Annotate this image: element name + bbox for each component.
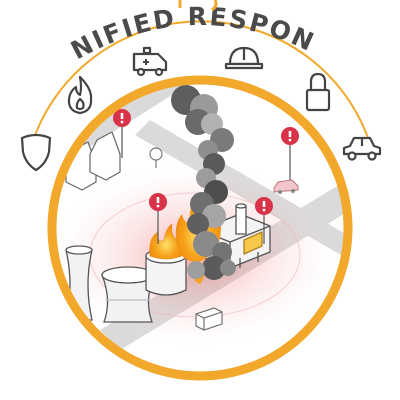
alert-pin [113,109,131,158]
burning-tank [145,223,187,296]
padlock-icon [305,72,331,112]
houses [65,131,121,191]
response-ring [47,75,353,381]
alert-pin [149,193,167,244]
alert-pin [255,197,273,244]
tree [149,147,163,168]
scene-circle [47,75,353,381]
shield-icon [20,133,52,172]
hard-hat-icon [224,46,264,70]
alert-pin [281,127,299,180]
car-icon [342,136,382,161]
top-accent-curve [211,0,218,12]
icon-arc [29,20,373,151]
pink-car [273,179,299,194]
truck [195,307,223,331]
smoke-plume [171,85,236,280]
cooling-towers [65,245,155,323]
flame-icon [67,75,93,115]
ambulance-icon [132,46,168,77]
